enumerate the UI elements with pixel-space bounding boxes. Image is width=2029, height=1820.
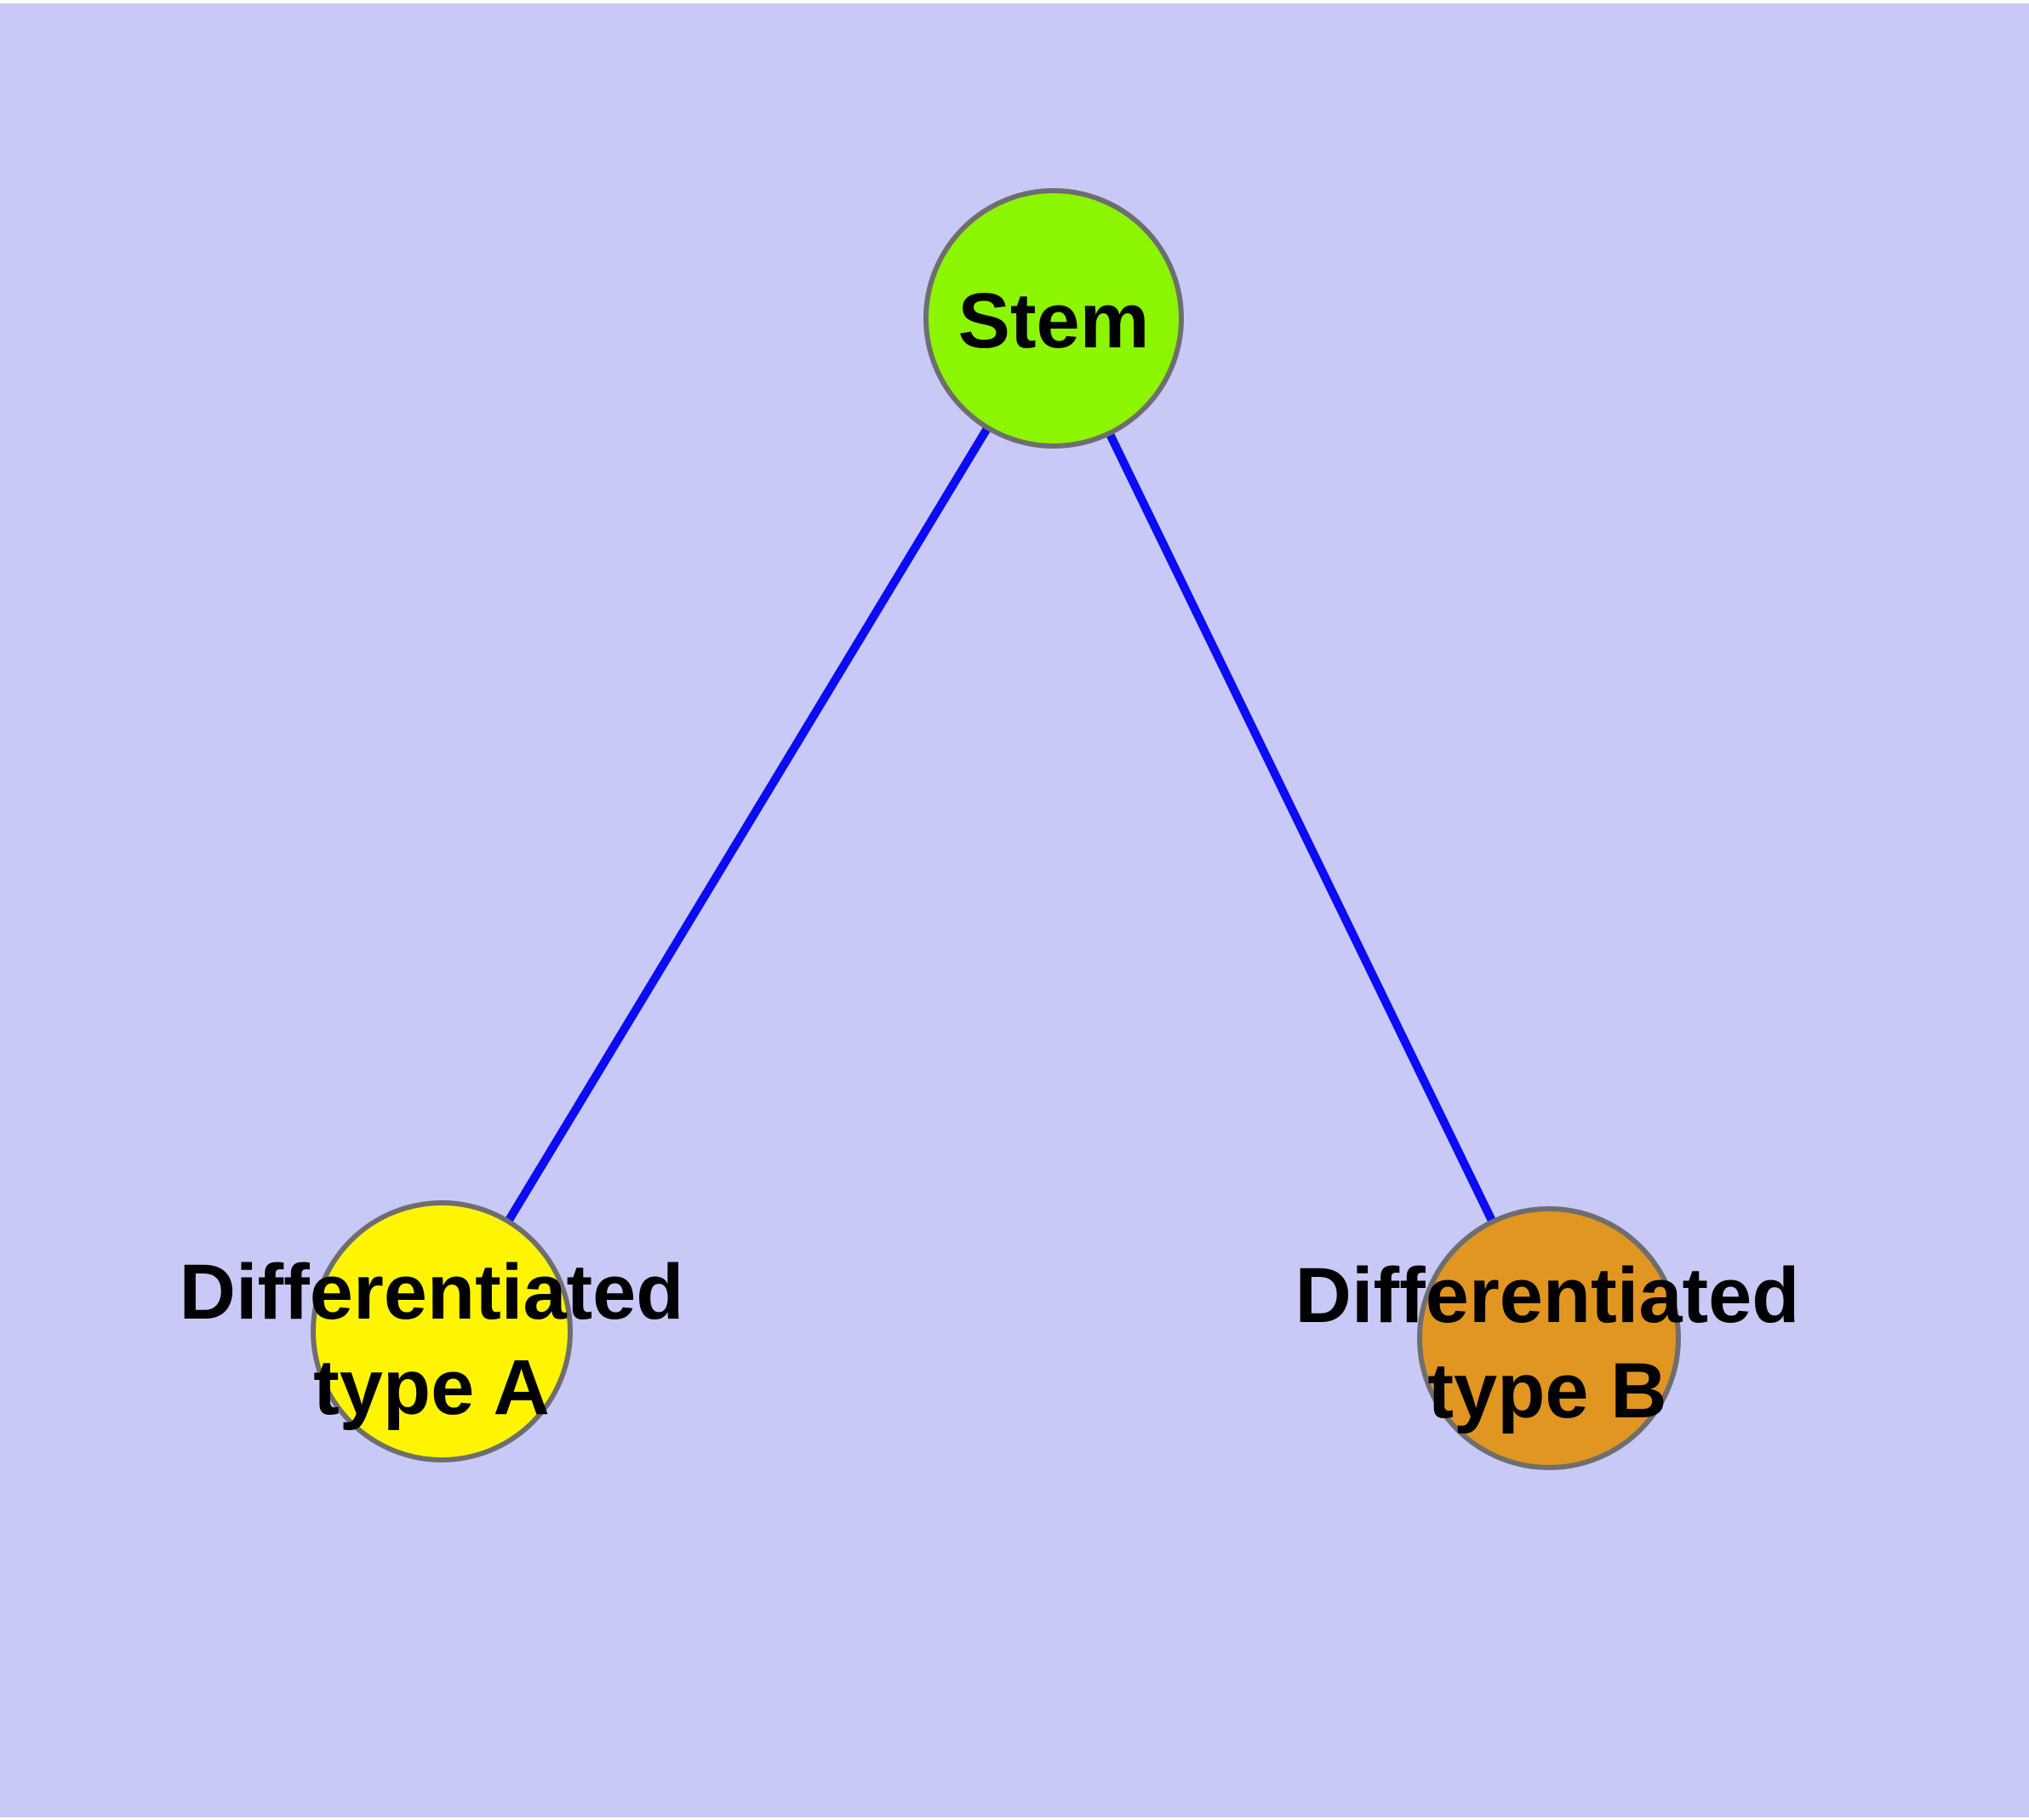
edge-stem-to-type-a <box>437 316 1058 1334</box>
type-a-node <box>311 1200 573 1462</box>
type-b-node-label-line1: Differentiated <box>1295 1252 1800 1339</box>
type-a-node-label-line1: Differentiated <box>180 1249 684 1336</box>
type-a-node-label-line2: type A <box>313 1344 550 1431</box>
stem-node-label: Stem <box>958 278 1150 364</box>
type-b-node <box>1417 1206 1681 1470</box>
type-b-node-label-line2: type B <box>1427 1348 1666 1434</box>
edge-stem-to-type-b <box>1049 316 1553 1341</box>
stem-node <box>923 188 1184 449</box>
